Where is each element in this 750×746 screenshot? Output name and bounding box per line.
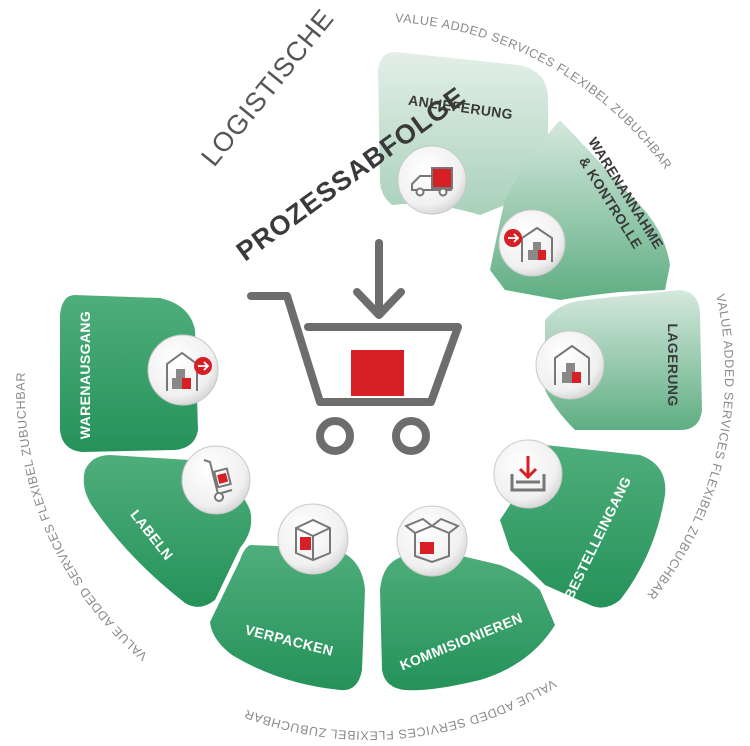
badge-anlieferung: [397, 145, 467, 215]
badge-verpacken: [277, 503, 349, 575]
badge-lagerung: [535, 330, 605, 400]
badge-warenannahme: [498, 209, 566, 277]
segment-verpacken[interactable]: VERPACKEN: [210, 545, 365, 691]
segment-warenausgang[interactable]: WARENAUSGANG: [60, 295, 198, 452]
warehouse-incoming-icon: [504, 226, 553, 262]
segment-label-lagerung: LAGERUNG: [665, 323, 681, 406]
hand-truck-icon: [203, 459, 233, 502]
diagram-title: LOGISTISCHE PROZESSABFOLGE: [195, 3, 471, 267]
closed-box-icon: [295, 518, 331, 562]
shopping-cart-with-down-arrow-icon: [247, 239, 462, 455]
delivery-truck-icon: [411, 167, 453, 197]
inbox-download-icon: [510, 456, 546, 492]
badge-bestelleingang: [493, 439, 563, 509]
segment-label-warenausgang: WARENAUSGANG: [77, 311, 93, 439]
badge-labeln: [181, 445, 251, 515]
badge-kommisionieren: [396, 505, 468, 577]
title-line-1: LOGISTISCHE: [195, 3, 339, 172]
badge-warenausgang: [147, 334, 219, 406]
warehouse-outgoing-icon: [166, 351, 212, 391]
warehouse-storage-icon: [554, 344, 590, 385]
segment-kommisionieren[interactable]: KOMMISIONIEREN: [380, 547, 555, 691]
open-box-icon: [404, 517, 460, 564]
